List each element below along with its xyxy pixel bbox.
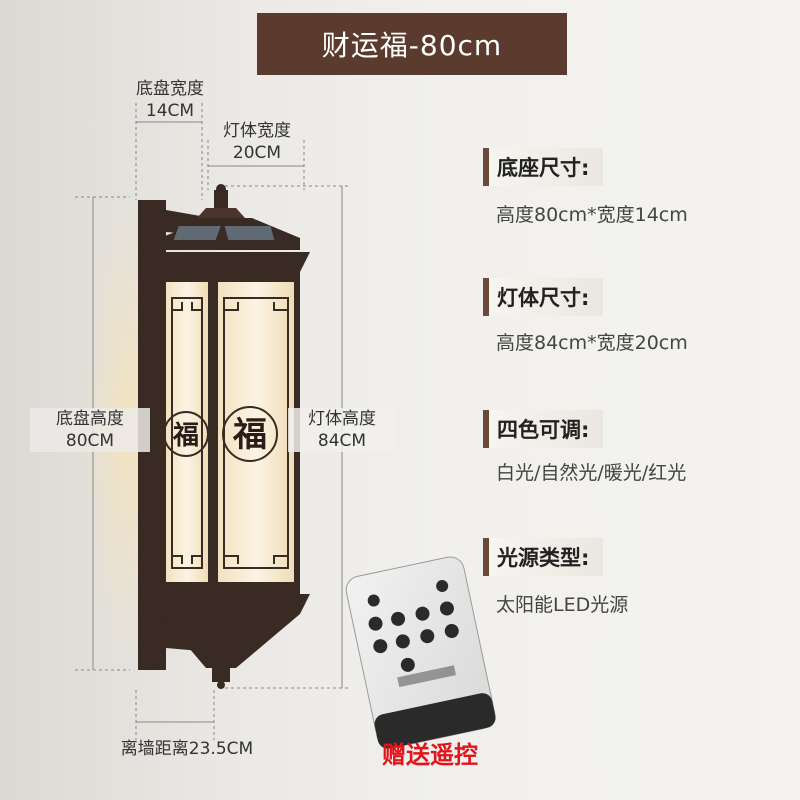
- wall-distance-label: 离墙距离23.5CM: [120, 739, 254, 759]
- spec-color-value: 白光/自然光/暖光/红光: [496, 462, 687, 484]
- spec-base-size-title: 底座尺寸:: [483, 148, 604, 186]
- remote-control: [345, 556, 496, 749]
- spec-light-source-title: 光源类型:: [483, 538, 604, 576]
- lamp-width-label: 灯体宽度 20CM: [223, 121, 291, 163]
- lamp-height-label: 灯体高度 84CM: [288, 408, 396, 452]
- spec-base-size-value: 高度80cm*宽度14cm: [496, 204, 688, 226]
- spec-color-title: 四色可调:: [483, 410, 604, 448]
- gift-remote-text: 赠送遥控: [382, 741, 478, 769]
- product-title: 财运福-80cm: [257, 13, 567, 75]
- base-height-label: 底盘高度 80CM: [30, 408, 150, 452]
- fu-char-right: 福: [232, 415, 267, 455]
- spec-lamp-size-title: 灯体尺寸:: [483, 278, 604, 316]
- lamp-body: 福 福: [150, 272, 310, 689]
- lamp-roof: [150, 184, 310, 272]
- spec-light-source-value: 太阳能LED光源: [496, 594, 629, 616]
- fu-char-left: 福: [172, 421, 199, 451]
- remote-buttons: [367, 579, 459, 672]
- spec-lamp-size-value: 高度84cm*宽度20cm: [496, 332, 688, 354]
- base-width-label: 底盘宽度 14CM: [136, 79, 204, 121]
